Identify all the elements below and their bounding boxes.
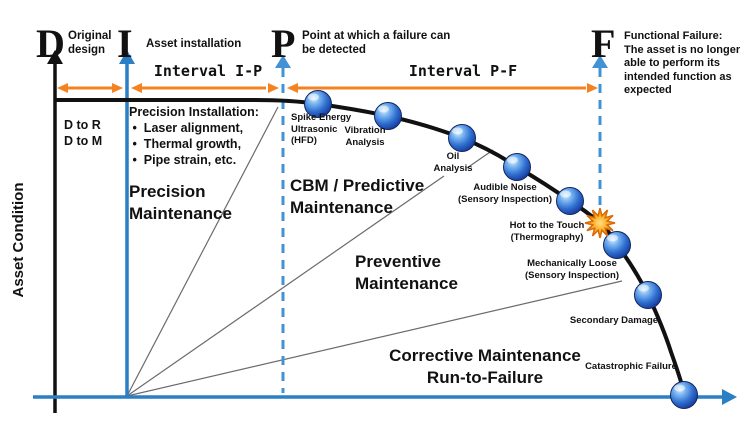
- p-line-arrowhead: [275, 55, 291, 68]
- point-label-hot-touch: Hot to the Touch (Thermography): [509, 220, 585, 243]
- p-dashed-line: [275, 55, 291, 393]
- sphere-catastrophic-failure: [670, 381, 698, 409]
- marker-desc-i: Asset installation: [146, 38, 242, 50]
- point-label-secondary-damage: Secondary Damage: [569, 315, 659, 326]
- oil-analysis-pointer-line: [466, 149, 494, 169]
- zone-corrective: Corrective Maintenance Run-to-Failure: [389, 346, 581, 387]
- interval-arrows: [57, 83, 598, 93]
- marker-letter-p: P: [271, 21, 296, 66]
- point-label-vibration: Vibration Analysis: [344, 125, 386, 148]
- point-label-catastrophic-failure: Catastrophic Failure: [585, 361, 677, 372]
- sphere-audible-noise: [503, 153, 531, 181]
- interval-ip-label: Interval I-P: [153, 62, 263, 80]
- x-axis: [33, 389, 737, 405]
- sphere-hot-touch: [556, 187, 584, 215]
- zone-cbm-predictive: CBM / Predictive Maintenance: [290, 176, 425, 217]
- point-label-spike-energy: Spike Energy Ultrasonic (HFD): [291, 112, 352, 146]
- zone-preventive: Preventive Maintenance: [355, 252, 458, 293]
- installation-line-arrowhead: [119, 50, 135, 64]
- f-dashed-line: [592, 55, 608, 210]
- marker-letter-d: D: [36, 21, 65, 66]
- precision-installation-note: Precision Installation: • Laser alignmen…: [129, 105, 259, 167]
- marker-letter-f: F: [591, 21, 616, 66]
- point-label-oil: Oil Analysis: [433, 151, 473, 174]
- point-label-audible-noise: Audible Noise (Sensory Inspection): [458, 182, 552, 205]
- y-axis-arrowhead: [47, 50, 63, 64]
- point-label-mechanically-loose: Mechanically Loose (Sensory Inspection): [525, 258, 619, 281]
- d-to-r-note: D to R D to M: [64, 118, 103, 148]
- installation-line: [119, 50, 135, 397]
- zone-precision-maintenance: Precision Maintenance: [129, 182, 232, 223]
- marker-desc-p: Point at which a failure can be detected: [302, 30, 451, 56]
- y-axis-label: Asset Condition: [10, 182, 27, 298]
- zone-divider-lines: [126, 106, 623, 397]
- f-line-arrowhead: [592, 55, 608, 68]
- sphere-secondary-damage: [634, 281, 662, 309]
- y-axis: [47, 50, 63, 413]
- marker-letter-i: I: [117, 21, 133, 66]
- sphere-oil: [448, 124, 476, 152]
- interval-pf-label: Interval P-F: [408, 62, 518, 80]
- failure-star-icon: [584, 207, 616, 239]
- marker-desc-d: Original design: [68, 30, 112, 56]
- marker-desc-f: Functional Failure: The asset is no long…: [624, 30, 741, 96]
- x-axis-arrowhead: [722, 389, 737, 405]
